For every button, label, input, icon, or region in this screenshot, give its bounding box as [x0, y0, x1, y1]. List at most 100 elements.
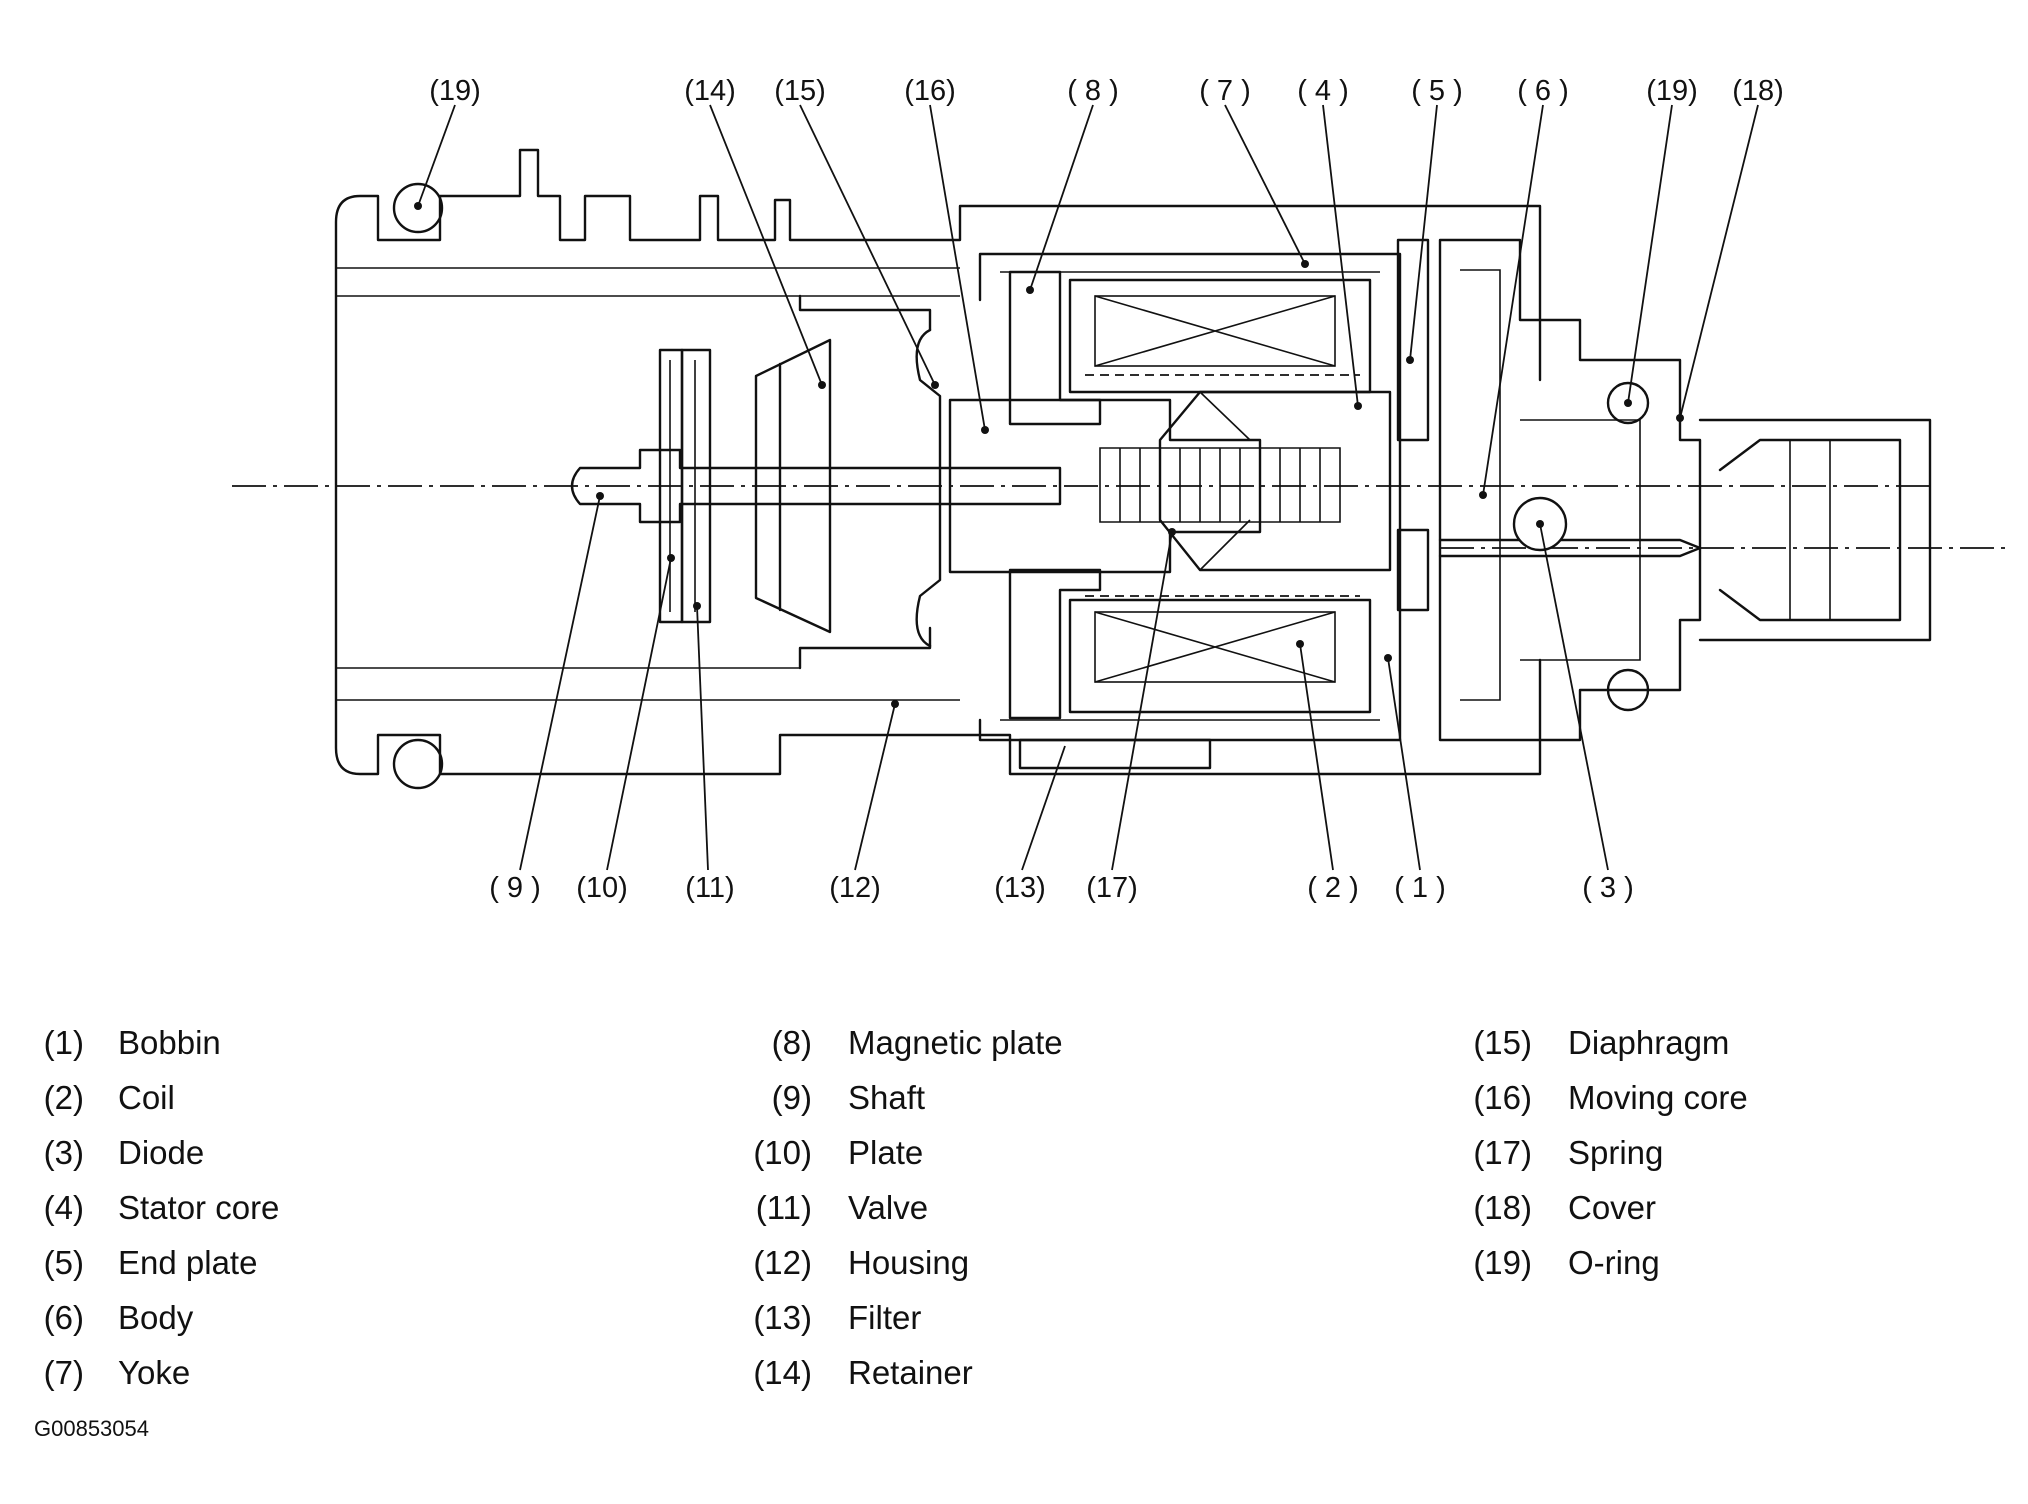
body	[1438, 238, 1702, 742]
body-inner	[1460, 269, 1641, 701]
yoke	[978, 252, 1402, 742]
callout-moving-core: (16)	[904, 75, 956, 107]
legend-label: Diaphragm	[1568, 1023, 1730, 1061]
legend-number: (13)	[753, 1298, 812, 1336]
callout-o-ring-top-right: (19)	[1646, 75, 1698, 107]
callout-cover: (18)	[1732, 75, 1784, 107]
valve-detail	[669, 360, 696, 612]
diaphragm	[915, 328, 942, 648]
legend-item: (16) Moving core	[1460, 1070, 1748, 1125]
magnetic-plate	[1008, 270, 1102, 720]
legend-item: (7)Yoke	[34, 1345, 279, 1400]
legend-item: (5) End plate	[34, 1235, 279, 1290]
valve	[680, 348, 712, 624]
terminal-pin	[1438, 538, 1702, 558]
legend-number: (8)	[771, 1023, 812, 1061]
legend-label: Housing	[848, 1243, 970, 1281]
legend-item: (9) Shaft	[740, 1070, 1063, 1125]
legend-item: (8) Magnetic plate	[740, 1015, 1063, 1070]
legend-label: Shaft	[848, 1078, 926, 1116]
legend-number: (4)	[43, 1188, 84, 1226]
legend-label: Cover	[1568, 1188, 1657, 1226]
filter	[1018, 738, 1212, 770]
yoke-inner	[1000, 271, 1380, 721]
legend-label: Plate	[848, 1133, 924, 1171]
callout-o-ring-top-left: (19)	[429, 75, 481, 107]
legend-number: (10)	[753, 1133, 812, 1171]
legend-number: (16)	[1473, 1078, 1532, 1116]
legend-column-2: (8) Magnetic plate (9) Shaft (10) Plate (11…	[740, 1015, 1063, 1400]
o-ring-top-left	[392, 182, 444, 234]
legend-number: (1)	[43, 1023, 84, 1061]
callout-shaft: ( 9 )	[489, 872, 541, 904]
legend-number: (19)	[1473, 1243, 1532, 1281]
callout-retainer: (14)	[684, 75, 736, 107]
coil-lower-cross	[1094, 611, 1336, 683]
legend-number: (17)	[1473, 1133, 1532, 1171]
legend-item: (1) Bobbin	[34, 1015, 279, 1070]
stator-core-taper	[1199, 391, 1251, 571]
legend-label: O-ring	[1568, 1243, 1660, 1281]
callout-spring: (17)	[1086, 872, 1138, 904]
retainer	[754, 338, 832, 634]
legend-label: Coil	[118, 1078, 175, 1116]
legend-label: Magnetic plate	[848, 1023, 1063, 1061]
callout-diaphragm: (15)	[774, 75, 826, 107]
legend-label: Body	[118, 1298, 194, 1336]
figure-id: G00853054	[34, 1416, 149, 1441]
callout-stator-core: ( 4 )	[1297, 75, 1349, 107]
legend-number: (18)	[1473, 1188, 1532, 1226]
legend-number: (5)	[43, 1243, 84, 1281]
legend-label: Filter	[848, 1298, 922, 1336]
callout-valve: (11)	[685, 872, 734, 904]
legend-label: End plate	[118, 1243, 258, 1281]
legend-label: Diode	[118, 1133, 205, 1171]
legend-item: (6)Body	[34, 1290, 279, 1345]
callout-housing: (12)	[829, 872, 881, 904]
legend-label: Retainer	[848, 1353, 973, 1391]
legend-item: (19) O-ring	[1460, 1235, 1748, 1290]
legend-number: (14)	[753, 1353, 812, 1391]
callout-filter: (13)	[994, 872, 1046, 904]
callout-body: ( 6 )	[1517, 75, 1569, 107]
callout-magnetic-plate: ( 8 )	[1067, 75, 1119, 107]
legend-item: (15)Diaphragm	[1460, 1015, 1748, 1070]
o-ring-top-right	[1606, 381, 1650, 425]
coil-lower	[1094, 611, 1336, 683]
legend-label: Stator core	[118, 1188, 280, 1226]
end-plate-lower	[1396, 528, 1430, 612]
coil-upper-cross	[1094, 295, 1336, 367]
housing-inner-wall	[798, 294, 932, 670]
o-ring-bottom-left	[392, 738, 444, 790]
legend-label: Bobbin	[118, 1023, 221, 1061]
end-plate-upper	[1396, 238, 1430, 442]
legend-label: Valve	[848, 1188, 929, 1226]
leader-lines	[417, 104, 1759, 871]
legend-item: (12) Housing	[740, 1235, 1063, 1290]
moving-core	[948, 398, 1262, 574]
bobbin-lower	[1068, 598, 1372, 714]
callout-coil: ( 2 )	[1307, 872, 1359, 904]
solenoid-valve-cross-section: (19) (14) (15) (16) ( 8 ) ( 7 ) ( 4 ) ( …	[232, 75, 2010, 904]
legend-number: (12)	[753, 1243, 812, 1281]
legend-item: (2) Coil	[34, 1070, 279, 1125]
callout-bobbin: ( 1 )	[1394, 872, 1446, 904]
callout-yoke: ( 7 )	[1199, 75, 1251, 107]
legend-number: (9)	[771, 1078, 812, 1116]
spring	[1099, 447, 1341, 523]
legend-label: Moving core	[1568, 1078, 1748, 1116]
legend-number: (2)	[43, 1078, 84, 1116]
legend-item: (17)Spring	[1460, 1125, 1748, 1180]
cover-inner	[1789, 440, 1831, 620]
cover	[1698, 418, 1932, 642]
legend-item: (18) Cover	[1460, 1180, 1748, 1235]
legend-number: (11)	[755, 1188, 812, 1226]
legend-number: (3)	[43, 1133, 84, 1171]
coil-upper	[1094, 295, 1336, 367]
legend-item: (10) Plate	[740, 1125, 1063, 1180]
legend-item: (4) Stator core	[34, 1180, 280, 1235]
leader-dots	[414, 202, 1684, 708]
legend-column-1: (1) Bobbin (2) Coil (3) Diode (4) Stator cor…	[34, 1015, 280, 1400]
callout-end-plate: ( 5 )	[1411, 75, 1463, 107]
housing-bore	[336, 267, 960, 701]
